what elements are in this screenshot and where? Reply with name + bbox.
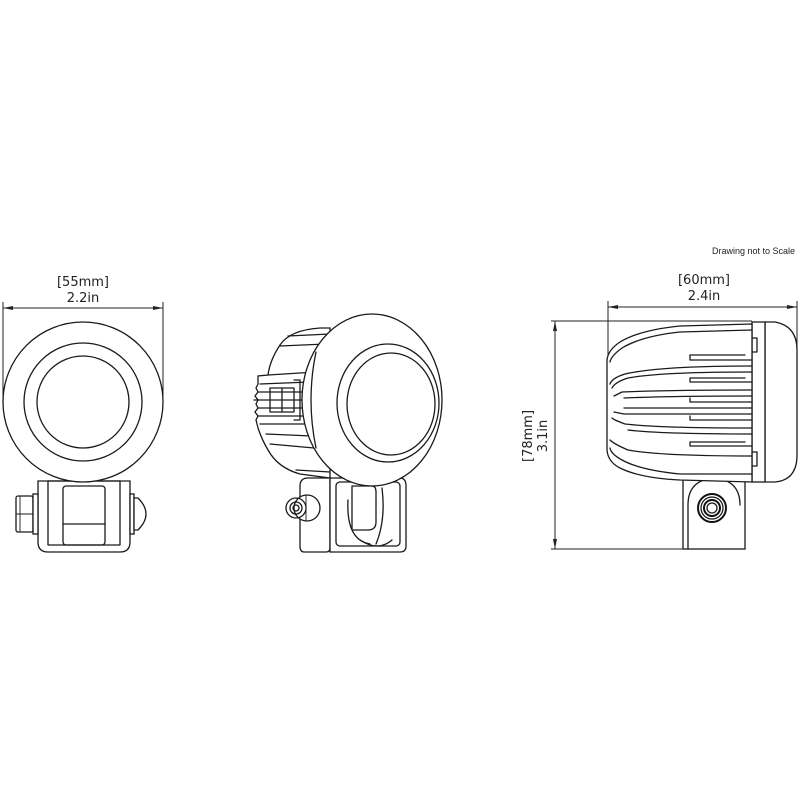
side-height-mm-label: [78mm] — [521, 410, 536, 462]
perspective-mount-bracket — [285, 477, 407, 553]
side-heatsink — [606, 323, 753, 483]
side-depth-mm-label: [60mm] — [678, 273, 730, 288]
front-bezel-ring — [23, 342, 143, 462]
front-view: [55mm] 2.2in — [2, 275, 164, 553]
side-depth-dimension: [60mm] 2.4in — [607, 273, 798, 360]
side-view: [60mm] 2.4in [78mm] 3.1in — [521, 273, 798, 550]
side-depth-in-label: 2.4in — [688, 289, 721, 304]
front-lens — [36, 355, 130, 449]
perspective-lens — [346, 352, 436, 456]
side-lens-dome — [764, 321, 798, 483]
perspective-housing-face — [301, 313, 443, 487]
front-width-dimension: [55mm] 2.2in — [2, 275, 164, 400]
side-mount-bracket — [682, 469, 746, 550]
side-height-in-label: 3.1in — [536, 420, 551, 453]
front-mount-bracket — [15, 480, 147, 553]
front-width-mm-label: [55mm] — [57, 275, 109, 290]
front-housing-outer — [2, 321, 164, 483]
perspective-view — [253, 313, 443, 553]
side-height-dimension: [78mm] 3.1in — [521, 320, 752, 550]
front-width-in-label: 2.2in — [67, 291, 100, 306]
side-bezel — [751, 321, 766, 483]
perspective-bezel-ring — [336, 343, 440, 463]
not-to-scale-note: Drawing not to Scale — [712, 246, 795, 256]
